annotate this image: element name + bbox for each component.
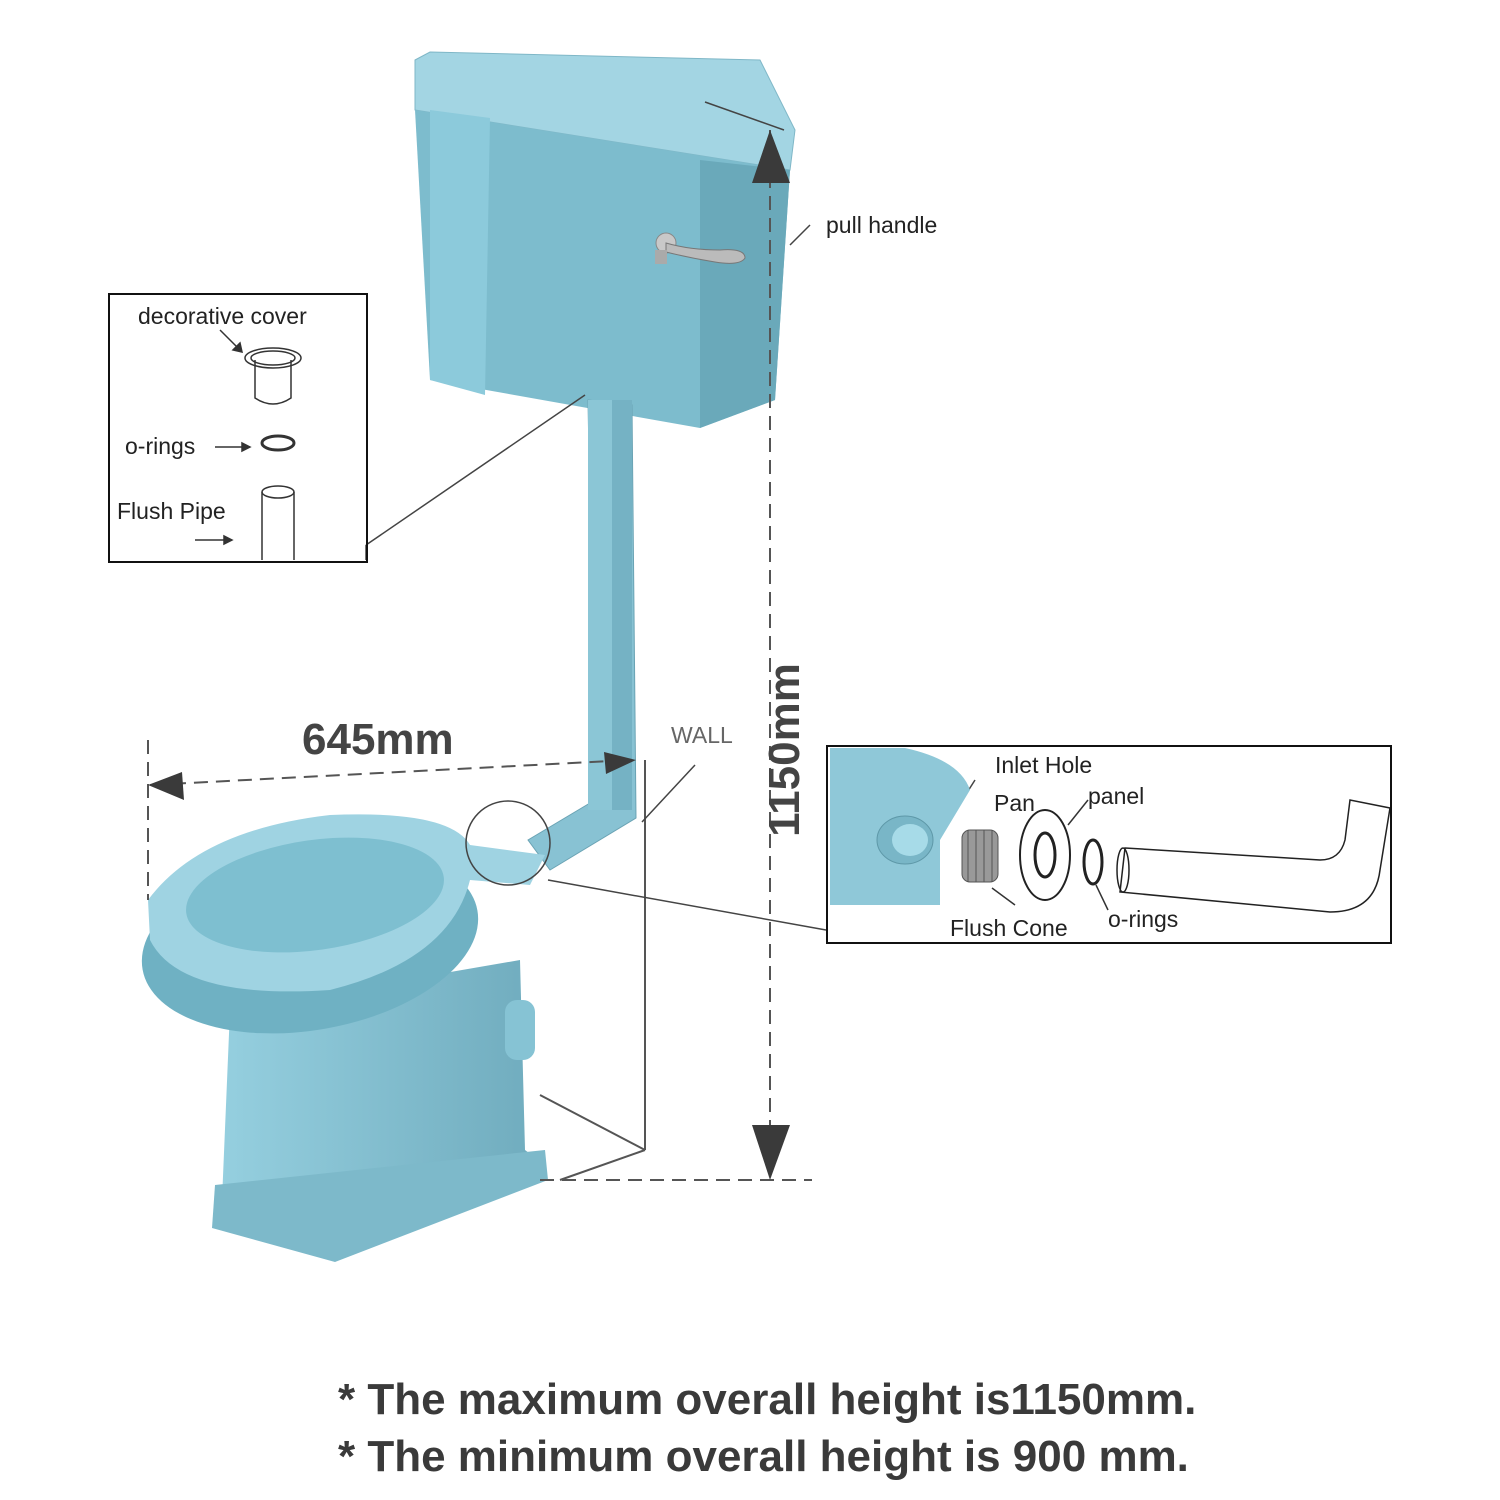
flush-cone-icon bbox=[961, 829, 999, 883]
pan-label: Pan bbox=[994, 790, 1035, 816]
inlet-hole-label: Inlet Hole bbox=[995, 752, 1093, 778]
inset-top-left-parts bbox=[195, 329, 302, 560]
o-rings-label: o-rings bbox=[125, 433, 196, 459]
bent-pipe-icon bbox=[1119, 799, 1391, 913]
dimension-lines bbox=[147, 130, 812, 1181]
joint-highlight-circle bbox=[465, 800, 551, 886]
dimension-arrows bbox=[148, 130, 790, 1180]
o-ring-icon bbox=[1082, 838, 1104, 886]
decorative-cover-label: decorative cover bbox=[138, 303, 307, 329]
pull-handle-label: pull handle bbox=[826, 212, 938, 238]
panel-label: panel bbox=[1088, 783, 1145, 809]
min-height-note: * The minimum overall height is 900 mm. bbox=[338, 1432, 1189, 1481]
flush-pipe bbox=[527, 399, 637, 871]
o-rings-inset-label: o-rings bbox=[1108, 906, 1179, 932]
flush-pipe-label: Flush Pipe bbox=[117, 498, 226, 524]
inset-right-parts bbox=[830, 748, 1391, 913]
flush-cone-label: Flush Cone bbox=[950, 915, 1068, 941]
panel-icon bbox=[1019, 809, 1071, 901]
pull-handle-icon bbox=[655, 232, 746, 264]
max-height-note: * The maximum overall height is1150mm. bbox=[338, 1375, 1197, 1424]
wall-label: WALL bbox=[671, 722, 733, 748]
inset-top-left bbox=[108, 293, 368, 563]
inset-right bbox=[826, 745, 1392, 944]
cistern bbox=[414, 51, 796, 428]
toilet-pan bbox=[141, 814, 548, 1262]
width-dimension: 645mm bbox=[302, 715, 454, 764]
height-dimension: 1150mm bbox=[760, 663, 809, 837]
